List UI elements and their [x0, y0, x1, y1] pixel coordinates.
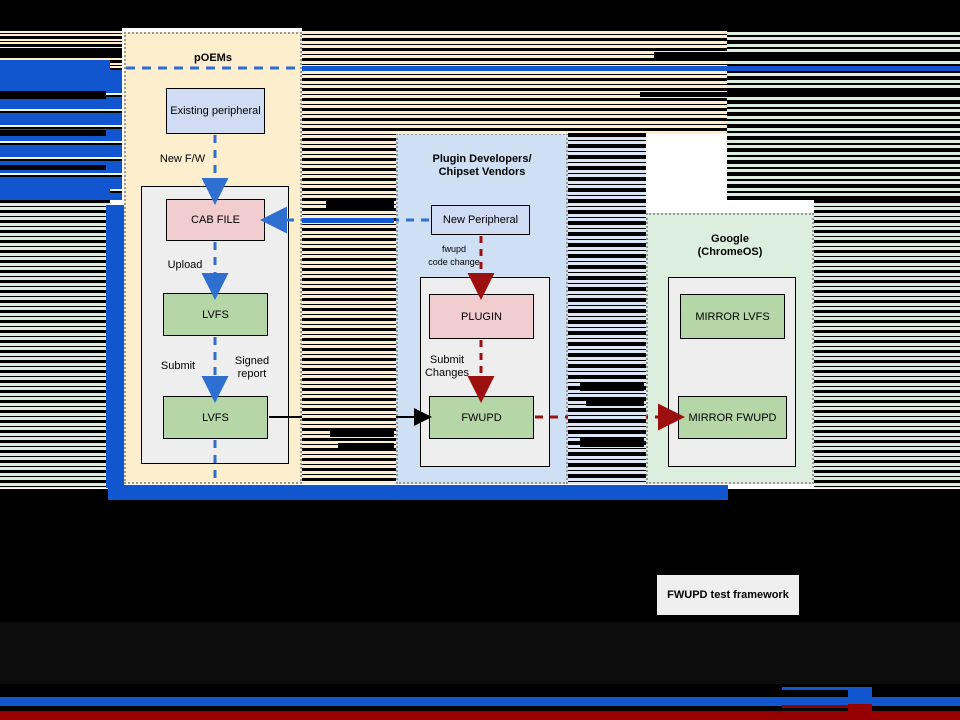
callout-fwupd-test-framework[interactable]: FWUPD test framework — [657, 575, 799, 615]
node-existing-peripheral[interactable]: Existing peripheral — [166, 88, 265, 134]
swimlane-google-chromeos: Google (ChromeOS) — [646, 213, 814, 484]
node-mirror-fwupd[interactable]: MIRROR FWUPD — [678, 396, 787, 439]
edge-label-submit-changes: Submit Changes — [424, 354, 470, 379]
swimlane-plugin-title: Plugin Developers/ Chipset Vendors — [432, 153, 532, 178]
swimlane-google-title: Google (ChromeOS) — [697, 233, 763, 258]
edge-label-signed-report: Signed report — [234, 355, 270, 380]
node-plugin[interactable]: PLUGIN — [429, 294, 534, 339]
edge-label-submit: Submit — [160, 360, 196, 372]
swimlane-poems-title: pOEMs — [194, 52, 232, 64]
node-mirror-lvfs[interactable]: MIRROR LVFS — [680, 294, 785, 339]
edge-label-fwupd-code-change: fwupd code change — [428, 244, 480, 267]
node-lvfs-upload[interactable]: LVFS — [163, 293, 268, 336]
edge-label-upload: Upload — [167, 259, 203, 271]
edge-label-new-fw: New F/W — [159, 153, 206, 165]
node-new-peripheral[interactable]: New Peripheral — [431, 205, 530, 235]
node-fwupd[interactable]: FWUPD — [429, 396, 534, 439]
node-cab-file[interactable]: CAB FILE — [166, 199, 265, 241]
node-lvfs-submit[interactable]: LVFS — [163, 396, 268, 439]
